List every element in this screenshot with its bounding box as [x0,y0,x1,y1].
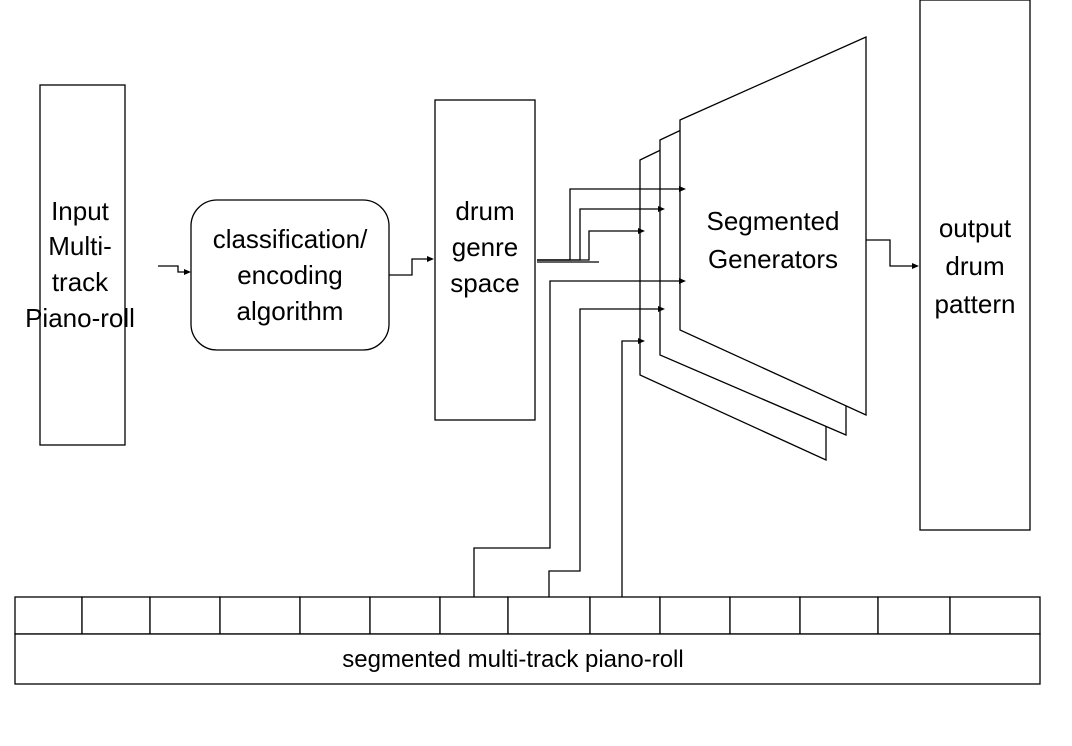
generators-label-line-2: Generators [708,244,838,274]
piano-roll-segment [729,596,801,635]
classifier-label-line-3: algorithm [237,296,344,326]
input-label-line-1: Input [51,196,110,226]
classifier-label-line-2: encoding [237,260,343,290]
piano-roll-segment [219,596,301,635]
piano-roll-strip: segmented multi-track piano-roll [14,596,1041,685]
genre-space-label-line-3: space [450,268,519,298]
classifier-label-line-1: classification/ [213,224,368,254]
piano-roll-segment [81,596,151,635]
piano-roll-segment [149,596,221,635]
piano-roll-segment [369,596,441,635]
piano-roll-segment [949,596,1041,635]
generators-label-line-1: Segmented [707,206,840,236]
piano-roll-label-box [14,633,1041,685]
genre-space-node: drum genre space [434,99,536,421]
piano-roll-segment [507,596,591,635]
genre-space-label-line-1: drum [455,196,514,226]
input-label-line-3: track [52,267,109,297]
arrow-generators-to-output [866,239,919,269]
piano-roll-segment [799,596,879,635]
genre-space-label-line-2: genre [452,232,519,262]
input-label-line-4: Piano-roll [25,303,135,333]
arrow-classifier-to-genre-space [389,256,434,276]
input-node: Input Multi- track Piano-roll [25,84,135,446]
piano-roll-segment [659,596,731,635]
piano-roll-segment [877,596,951,635]
arrows-genre-space-to-generators [537,186,686,263]
generators-stack: Segmented Generators [639,35,867,462]
input-label-line-2: Multi- [48,231,112,261]
output-node: output drum pattern [919,0,1031,531]
piano-roll-segments [14,596,1041,635]
piano-roll-segment [299,596,371,635]
piano-roll-segment [439,596,509,635]
piano-roll-segment [589,596,661,635]
arrows-segments-to-generators [473,278,686,597]
generator-front [679,35,867,417]
piano-roll-segment [14,596,83,635]
arrow-input-to-classifier [158,265,191,275]
output-label-line-1: output [939,213,1012,243]
piano-roll-label: segmented multi-track piano-roll [342,646,683,673]
classifier-node: classification/ encoding algorithm [190,199,390,351]
output-label-line-3: pattern [935,289,1016,319]
output-label-line-2: drum [945,251,1004,281]
